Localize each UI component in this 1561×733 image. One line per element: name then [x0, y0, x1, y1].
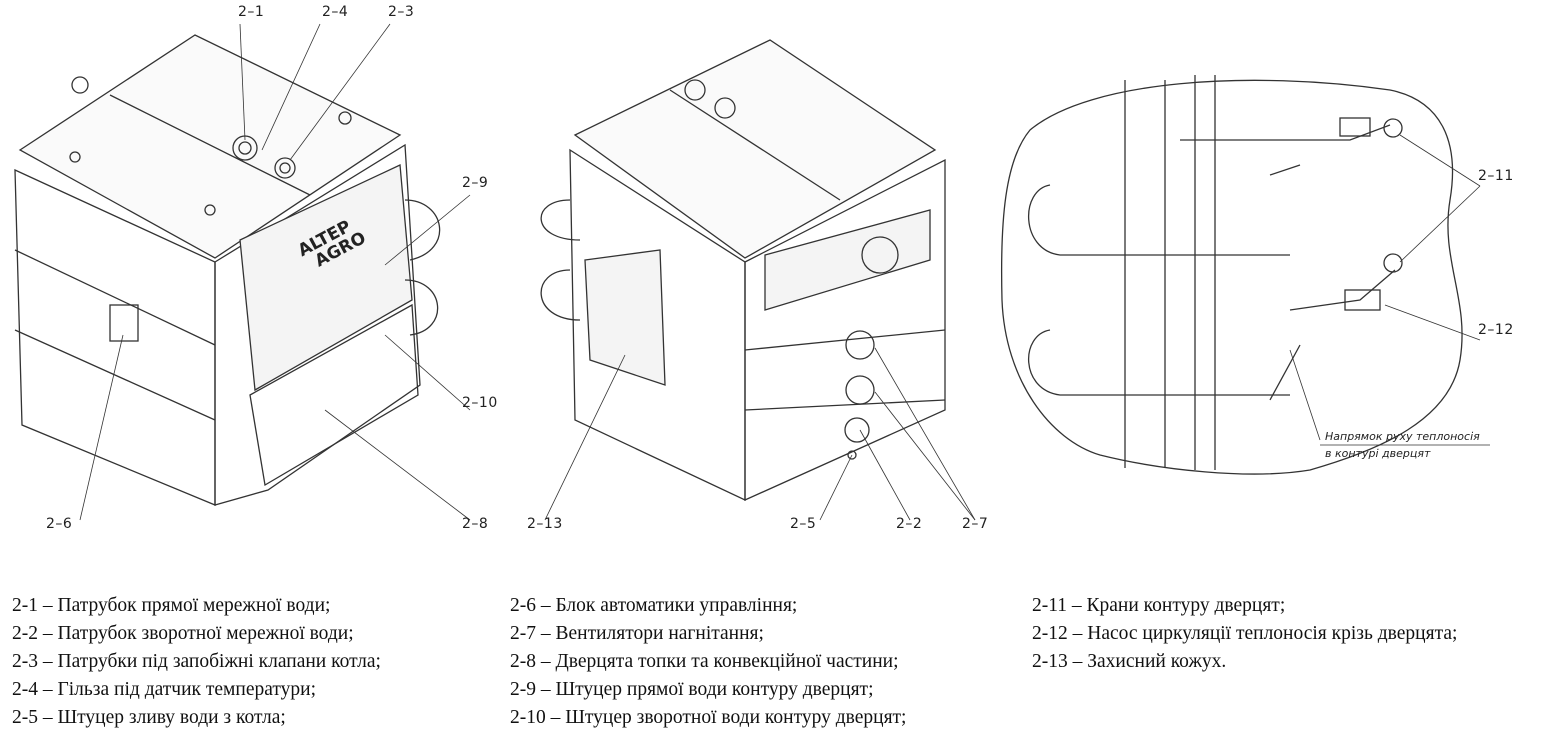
flow-direction-note: Напрямок руху теплоносія в контурі дверц…	[1325, 428, 1480, 462]
callout-2-13: 2–13	[527, 516, 563, 532]
legend-item: 2-6 – Блок автоматики управління;	[510, 595, 798, 616]
legend-item: 2-4 – Гільза під датчик температури;	[12, 679, 317, 700]
callout-2-4: 2–4	[322, 4, 349, 20]
legend-column-1: 2-1 – Патрубок прямої мережної води; 2-2…	[12, 592, 381, 732]
legend-item: 2-3 – Патрубки під запобіжні клапани кот…	[12, 651, 381, 672]
callout-2-11: 2–11	[1478, 168, 1514, 184]
callout-2-6: 2–6	[46, 516, 73, 532]
legend-item: 2-13 – Захисний кожух.	[1032, 651, 1227, 672]
boiler-front-view	[14, 34, 441, 506]
callout-2-12: 2–12	[1478, 322, 1514, 338]
boiler-drawing	[14, 23, 1490, 521]
flow-note-line2: в контурі дверцят	[1325, 447, 1431, 460]
legend-item: 2-7 – Вентилятори нагнітання;	[510, 623, 764, 644]
callout-2-9: 2–9	[462, 175, 489, 191]
callout-2-10: 2–10	[462, 395, 498, 411]
legend-item: 2-8 – Дверцята топки та конвекційної час…	[510, 651, 899, 672]
callout-2-7: 2–7	[962, 516, 989, 532]
leader-lines	[79, 23, 1490, 521]
callout-2-8: 2–8	[462, 516, 489, 532]
callout-2-3: 2–3	[388, 4, 415, 20]
legend-item: 2-1 – Патрубок прямої мережної води;	[12, 595, 331, 616]
legend-item: 2-9 – Штуцер прямої води контуру дверцят…	[510, 679, 874, 700]
legend-column-3: 2-11 – Крани контуру дверцят; 2-12 – Нас…	[1032, 592, 1457, 676]
legend-column-2: 2-6 – Блок автоматики управління; 2-7 – …	[510, 592, 906, 732]
door-circuit-detail	[1000, 75, 1463, 475]
boiler-rear-view	[540, 39, 946, 502]
flow-note-line1: Напрямок руху теплоносія	[1325, 430, 1480, 443]
callout-2-1: 2–1	[238, 4, 265, 20]
legend-item: 2-11 – Крани контуру дверцят;	[1032, 595, 1286, 616]
callout-2-5: 2–5	[790, 516, 817, 532]
legend-item: 2-5 – Штуцер зливу води з котла;	[12, 707, 286, 728]
legend-item: 2-2 – Патрубок зворотної мережної води;	[12, 623, 354, 644]
callout-2-2: 2–2	[896, 516, 923, 532]
legend-item: 2-12 – Насос циркуляції теплоносія крізь…	[1032, 623, 1458, 644]
legend-item: 2-10 – Штуцер зворотної води контуру две…	[510, 707, 907, 728]
